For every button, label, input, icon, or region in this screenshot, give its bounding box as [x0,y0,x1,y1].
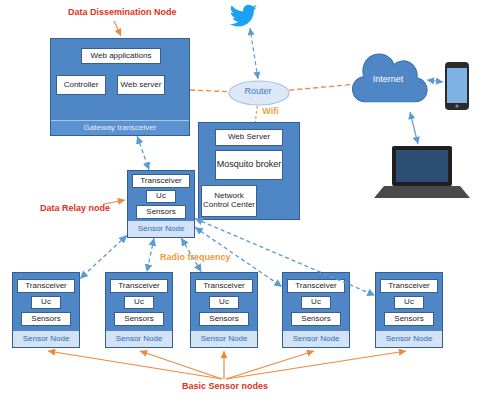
radio-link [195,227,282,286]
node-text: Web server [118,76,164,94]
transceiver-box: Transceiver [380,279,438,293]
broker-box: Mosquito broker [215,150,283,180]
node-text: Transceiver [381,280,437,292]
transceiver-box: Transceiver [287,279,345,293]
radio-link [80,235,127,278]
node-text: Sensors [292,313,340,325]
node-text: Sensors [137,206,185,218]
network-link [289,85,350,91]
sensor-node-box: Sensor Node TransceiverUcSensors [190,272,258,348]
node-text: Router [228,80,288,104]
controller-box: Controller [56,75,106,95]
node-text: Controller [57,76,105,94]
node-text: Sensor Node [191,331,257,347]
web-server-box: Web Server [215,129,283,146]
radio-link [195,219,375,296]
leader-line [223,351,224,379]
sensors-box: Sensors [291,312,341,326]
app-box: Web applications [81,48,161,64]
node-text: Mosquito broker [216,151,282,179]
twitter-icon [230,5,257,27]
node-text: Internet [350,50,426,110]
phone-body [445,62,469,110]
laptop-link [410,112,418,144]
phone-screen [447,68,467,103]
node-text: Uc [125,297,153,308]
sensors-box: Sensors [136,205,186,219]
node-text: Sensor Node [128,221,194,237]
network-link [190,90,228,92]
transceiver-box: Transceiver [110,279,168,293]
node-text: Uc [147,191,175,202]
node-text: Network Control Center [201,185,257,217]
microcontroller-box: Uc [31,296,61,309]
microcontroller-box: Uc [394,296,424,309]
router-shape [229,81,289,105]
sensors-box: Sensors [384,312,434,326]
internet-cloud: Internet [350,50,428,112]
radio-link [137,136,149,170]
node-callout: Data Dissemination Node [68,7,177,17]
node-text: Uc [302,297,330,308]
node-text: Sensor Node [106,331,172,347]
laptop-screen [396,150,448,182]
sensor-node-box: Sensor Node TransceiverUcSensors [127,170,195,238]
node-text: Sensor Node [376,331,442,347]
node-callout: Basic Sensor nodes [182,381,268,391]
microcontroller-box: Uc [209,296,239,309]
router-ellipse: Router [228,80,290,106]
node-text: Web applications [82,49,160,63]
sensors-box: Sensors [199,312,249,326]
leader-line [226,351,406,379]
node-text: Gateway transceiver [51,120,189,135]
sensor-node-box: Sensor Node TransceiverUcSensors [105,272,173,348]
microcontroller-box: Uc [124,296,154,309]
node-text: Transceiver [111,280,167,292]
transceiver-box: Transceiver [195,279,253,293]
node-text: Transceiver [18,280,74,292]
node-text: Sensors [115,313,163,325]
node-text: Sensors [385,313,433,325]
twitter-link [250,28,258,79]
sensors-box: Sensors [114,312,164,326]
laptop-screen-frame [392,146,452,186]
node-text: Uc [210,297,238,308]
wifi-link [255,106,257,122]
node-text: Transceiver [196,280,252,292]
microcontroller-box: Uc [146,190,176,203]
sensors-box: Sensors [21,312,71,326]
node-text: Sensor Node [13,331,79,347]
node-text: Sensor Node [283,331,349,347]
node-text: Sensors [200,313,248,325]
phone-link [427,80,443,82]
leader-line [140,351,222,379]
leader-line [226,351,314,379]
node-text: Transceiver [133,175,189,187]
transceiver-box: Transceiver [17,279,75,293]
sensor-node-box: Sensor Node TransceiverUcSensors [375,272,443,348]
node-text: Uc [395,297,423,308]
sensor-node-box: Sensor Node TransceiverUcSensors [282,272,350,348]
sensor-node-box: Sensor Node TransceiverUcSensors [12,272,80,348]
edge-label: Wifi [262,106,278,116]
node-text: Uc [32,297,60,308]
leader-line [48,351,222,379]
server-box: Web server [117,75,165,95]
gateway-box: Gateway transceiver Web applicationsContr… [50,38,190,136]
node-text: Sensors [22,313,70,325]
radio-link [147,238,154,272]
node-text: Web Server [216,130,282,145]
phone-button [455,104,458,107]
transceiver-box: Transceiver [132,174,190,188]
node-callout: Data Relay node [40,203,110,213]
microcontroller-box: Uc [301,296,331,309]
leader-line [114,21,121,36]
laptop-base [374,186,470,198]
frequency-note: Radio frequency [160,252,231,262]
radio-link [181,238,201,272]
node-text: Transceiver [288,280,344,292]
control-center-box: Network Control Center Web ServerMosquito… [198,122,300,220]
